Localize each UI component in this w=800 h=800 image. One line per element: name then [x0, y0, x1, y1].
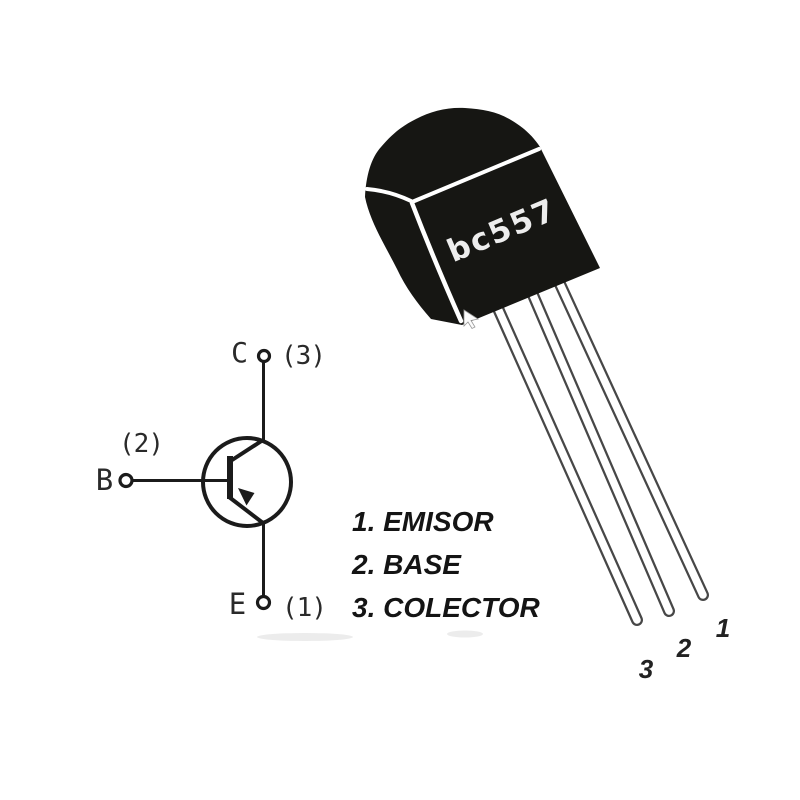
- to92-package: bc557 1 2 3: [365, 107, 730, 684]
- emitter-diagonal: [227, 495, 265, 525]
- pin2-number: 2: [676, 633, 692, 663]
- emitter-pin-label: (1): [282, 593, 326, 623]
- lead-pin-numbers: 1 2 3: [639, 613, 730, 684]
- symbol-circle: [201, 436, 293, 528]
- collector-pin-label: (3): [281, 341, 325, 371]
- legend-base-label: 2. BASE: [351, 549, 462, 580]
- pin-legend: 1. EMISOR 2. BASE 3. COLECTOR: [351, 506, 541, 623]
- transistor-schematic-symbol: C (3) B (2) E (1): [96, 336, 327, 623]
- collector-terminal-dot: [256, 348, 272, 364]
- base-pin-label: (2): [119, 429, 163, 459]
- package-leads: [486, 265, 709, 626]
- smudge-artifacts: [257, 630, 483, 641]
- emitter-letter-label: E: [229, 587, 245, 621]
- base-letter-label: B: [96, 463, 113, 497]
- cursor-artifact: [463, 309, 480, 330]
- pin3-number: 3: [639, 654, 654, 684]
- lead-pin1: [548, 265, 709, 601]
- pnp-arrow-icon: [238, 488, 255, 506]
- lead-pin2: [521, 275, 675, 617]
- lead-pin3: [486, 289, 643, 626]
- package-body: [365, 107, 600, 325]
- legend-emitter-label: 1. EMISOR: [352, 506, 494, 537]
- collector-letter-label: C: [231, 336, 247, 369]
- pin1-number: 1: [716, 613, 730, 643]
- emitter-terminal-dot: [255, 594, 272, 611]
- base-terminal-dot: [118, 472, 134, 489]
- legend-collector-label: 3. COLECTOR: [352, 592, 541, 623]
- collector-diagonal: [227, 438, 265, 464]
- package-highlight-lines: [365, 147, 541, 324]
